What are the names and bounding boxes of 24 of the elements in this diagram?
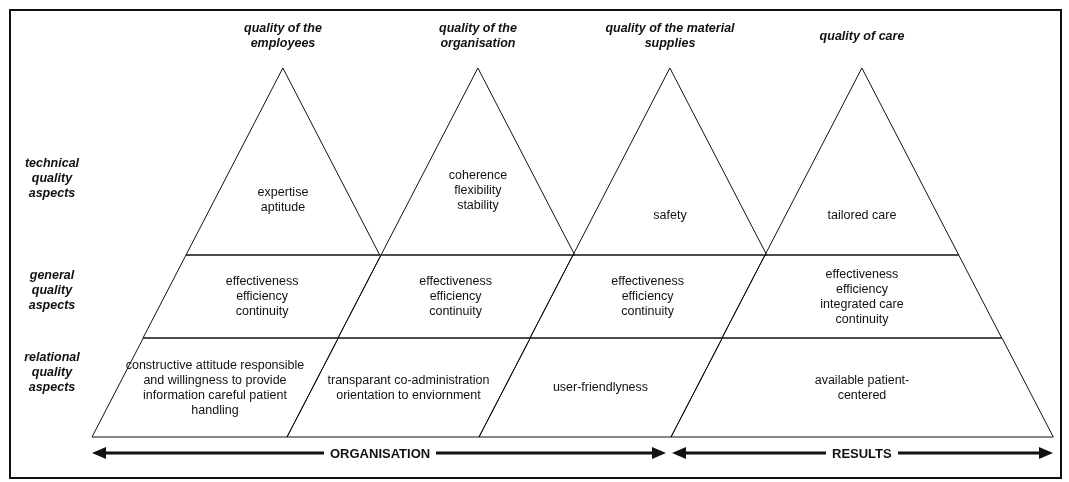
cell-text: tailored care [826, 207, 898, 223]
column-heading: quality of the organisation [438, 21, 518, 51]
cell-text: effectiveness efficiency continuity [224, 274, 300, 319]
row-label: general quality aspects [27, 267, 77, 313]
cell-text: effectiveness efficiency continuity [418, 274, 493, 319]
band-segment [143, 255, 382, 338]
column-heading: quality of the employees [243, 21, 323, 51]
band-segment [670, 338, 1054, 437]
row-label: relational quality aspects [23, 349, 81, 395]
cell-text: constructive attitude responsible and willingness to provide information careful patient handling [124, 357, 306, 418]
cell-text: expertise aptitude [256, 185, 310, 215]
cell-text: effectiveness efficiency integrated care continuity [819, 266, 905, 327]
cell-text: coherence flexibility stability [447, 167, 509, 213]
column-heading: quality of the material supplies [604, 21, 736, 51]
band-segment [530, 255, 766, 338]
cell-text: user-friendlyness [551, 380, 650, 395]
column-heading: quality of care [818, 28, 906, 44]
cell-text: transparant co-administration orientation to enviornment [326, 372, 491, 403]
band-segment [338, 255, 574, 338]
cell-text: effectiveness efficiency continuity [610, 274, 685, 319]
cell-text: safety [652, 207, 688, 223]
cell-text: available patient-centered [813, 372, 911, 403]
row-label: technical quality aspects [23, 155, 81, 201]
band-segment [722, 255, 1002, 338]
